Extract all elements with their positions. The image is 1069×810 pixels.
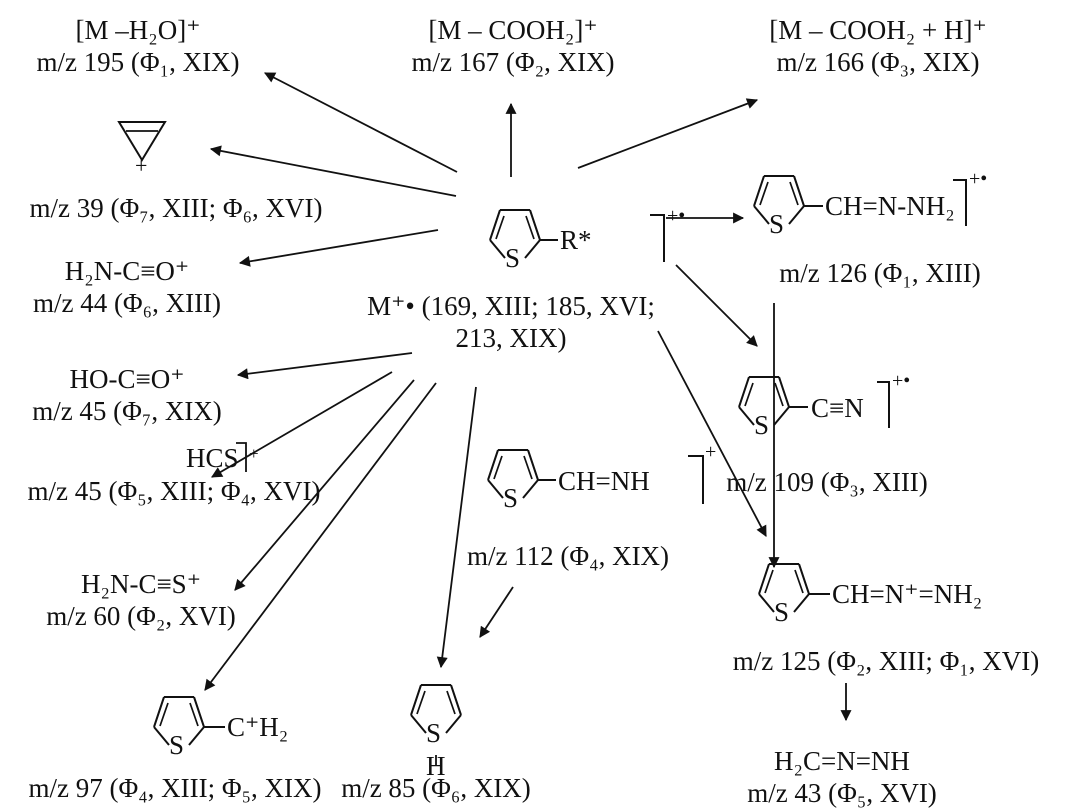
arrow-to-carbamoyl: [238, 229, 439, 267]
imine-substituent: CH=NH: [558, 466, 650, 496]
hydrazone-mz: m/z 126 (Φ₁, XIII): [779, 258, 981, 288]
ion-cooh2-h: [M – COOH₂ + H]⁺ m/z 166 (Φ₃, XIX): [769, 14, 986, 78]
ion-diazene: H₂C=N=NH m/z 43 (Φ₅, XVI): [747, 745, 937, 809]
arrow-imine-to-thiophene-h: [479, 586, 514, 638]
hcs-formula: HCS: [186, 443, 239, 473]
molecular-bracket: [650, 214, 665, 262]
imine-ring-s: S: [503, 483, 519, 513]
hcs-charge: +: [249, 444, 259, 463]
thenyl-substituent: C⁺H₂: [227, 712, 289, 742]
hydrazone-bracket: [953, 179, 967, 226]
ion-formula: H₂N-C≡S⁺: [81, 569, 201, 599]
thiophene-h-hydrogen: H: [426, 751, 446, 781]
hydrazone-substituent: CH=N-NH₂: [825, 191, 955, 221]
cyclopropenyl-mz: m/z 39 (Φ₇, XIII; Φ₆, XVI): [29, 193, 323, 223]
diazenium-substituent: CH=N⁺=NH₂: [832, 579, 983, 609]
thiophene-h-ring-s: S: [426, 718, 442, 748]
nitrile-charge: +•: [892, 370, 911, 392]
diazenium-mz: m/z 125 (Φ₂, XIII; Φ₁, XVI): [732, 646, 1040, 676]
hcs-bracket: [236, 442, 247, 472]
arrow-to-hcs: [211, 371, 393, 478]
arrow-to-carboxyl: [236, 352, 413, 380]
hydrazone-charge: +•: [969, 168, 988, 190]
arrow-to-thenyl: [204, 382, 437, 691]
ion-formula: [M – COOH₂ + H]⁺: [769, 15, 987, 45]
molecular-charge: +•: [667, 205, 686, 227]
cyclopropenyl-ring: [117, 121, 167, 162]
arrow-to-cooh2-h: [577, 98, 759, 169]
imine-mz: m/z 112 (Φ₄, XIX): [466, 541, 670, 571]
diazenium-ring-s: S: [774, 597, 790, 627]
ion-mz: m/z 166 (Φ₃, XIX): [776, 47, 980, 77]
ion-cooh2-loss: [M – COOH₂]⁺ m/z 167 (Φ₂, XIX): [411, 14, 614, 78]
ion-formula: [M – COOH₂]⁺: [428, 15, 598, 45]
molecular-line1: M⁺• (169, XIII; 185, XVI;: [367, 291, 655, 321]
imine-bracket: [688, 455, 704, 504]
nitrile-ring-s: S: [754, 410, 770, 440]
arrow-to-cyclopropenyl: [209, 145, 457, 197]
ion-carbamoyl: H₂N-C≡O⁺ m/z 44 (Φ₆, XIII): [33, 255, 221, 319]
nitrile-bracket: [877, 381, 890, 428]
molecular-ion-label: M⁺• (169, XIII; 185, XVI; 213, XIX): [367, 290, 655, 354]
molecular-substituent: R*: [560, 225, 592, 255]
ion-formula: [M –H₂O]⁺: [75, 15, 201, 45]
imine-charge: +: [705, 441, 717, 463]
arrow-to-thiocarbamoyl: [234, 379, 415, 591]
cyclopropenyl-charge: +: [135, 153, 148, 178]
ion-mz: m/z 60 (Φ₂, XVI): [46, 601, 236, 631]
thenyl-mz: m/z 97 (Φ₄, XIII; Φ₅, XIX): [28, 773, 322, 803]
hcs-mz: m/z 45 (Φ₅, XIII; Φ₄, XVI): [27, 476, 321, 506]
ion-mz: m/z 43 (Φ₅, XVI): [747, 778, 937, 808]
arrow-to-thiophene-h: [436, 386, 477, 669]
hydrazone-ring-s: S: [769, 209, 785, 239]
ion-mz: m/z 195 (Φ₁, XIX): [36, 47, 240, 77]
ion-mz: m/z 44 (Φ₆, XIII): [32, 288, 222, 318]
ion-mz: m/z 45 (Φ₇, XIX): [32, 396, 222, 426]
thiophene-h-mz: m/z 85 (Φ₆, XIX): [341, 773, 531, 803]
ion-thiocarbamoyl: H₂N-C≡S⁺ m/z 60 (Φ₂, XVI): [46, 568, 236, 632]
ion-formula: H₂C=N=NH: [774, 746, 910, 776]
nitrile-mz: m/z 109 (Φ₃, XIII): [726, 467, 928, 497]
arrow-to-water-loss: [264, 72, 458, 173]
ion-water-loss: [M –H₂O]⁺ m/z 195 (Φ₁, XIX): [36, 14, 239, 78]
ion-formula: H₂N-C≡O⁺: [64, 256, 190, 286]
arrow-to-nitrile: [675, 264, 758, 347]
arrow-to-diazenium: [657, 330, 767, 537]
molecular-line2: 213, XIX): [455, 323, 567, 353]
molecular-ring-s: S: [505, 243, 521, 273]
ion-formula: HO-C≡O⁺: [69, 364, 185, 394]
ion-mz: m/z 167 (Φ₂, XIX): [411, 47, 615, 77]
ion-carboxyl: HO-C≡O⁺ m/z 45 (Φ₇, XIX): [32, 363, 222, 427]
nitrile-substituent: C≡N: [811, 393, 864, 423]
thenyl-ring-s: S: [169, 730, 185, 760]
